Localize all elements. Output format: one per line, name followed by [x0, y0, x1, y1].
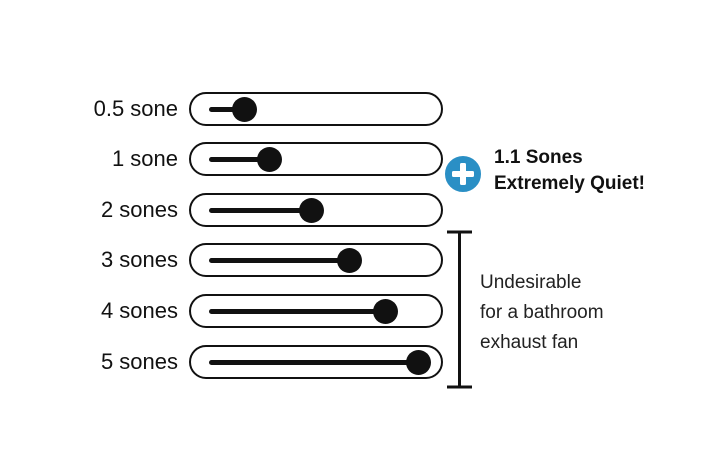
level-row: 4 sones — [0, 293, 450, 329]
undesirable-note: Undesirable for a bathroom exhaust fan — [480, 268, 604, 358]
note-line: Undesirable — [480, 272, 582, 293]
level-label: 2 sones — [100, 197, 178, 222]
callout-subtitle: Extremely Quiet! — [494, 173, 645, 194]
level-label: 1 sone — [111, 146, 178, 171]
level-knob — [231, 97, 257, 122]
level-row: 0.5 sone — [0, 91, 450, 127]
level-label: 0.5 sone — [93, 96, 178, 121]
level-track — [189, 243, 443, 277]
level-label: 5 sones — [100, 349, 178, 374]
level-label: 3 sones — [100, 247, 178, 272]
note-line: for a bathroom — [480, 302, 604, 323]
plus-icon — [452, 163, 474, 185]
level-row: 5 sones — [0, 344, 450, 380]
level-fill — [209, 309, 385, 314]
level-track — [189, 294, 443, 328]
level-track — [189, 142, 443, 176]
plus-badge — [442, 153, 484, 195]
level-knob — [299, 198, 325, 223]
quiet-callout: 1.1 Sones Extremely Quiet! — [494, 145, 645, 197]
level-track — [189, 345, 443, 379]
level-knob — [337, 248, 363, 273]
level-fill — [209, 208, 312, 213]
level-row: 3 sones — [0, 242, 450, 278]
level-knob — [372, 299, 398, 324]
level-row: 2 sones — [0, 192, 450, 228]
level-track — [189, 92, 443, 126]
note-line: exhaust fan — [480, 332, 579, 353]
range-bracket — [447, 230, 472, 389]
level-fill — [209, 360, 419, 365]
level-fill — [209, 157, 269, 162]
level-label: 4 sones — [100, 298, 178, 323]
level-fill — [209, 107, 244, 112]
level-track — [189, 193, 443, 227]
level-knob — [406, 350, 432, 375]
level-row: 1 sone — [0, 141, 450, 177]
level-knob — [256, 147, 282, 172]
callout-title: 1.1 Sones — [494, 147, 583, 168]
level-fill — [209, 258, 350, 263]
